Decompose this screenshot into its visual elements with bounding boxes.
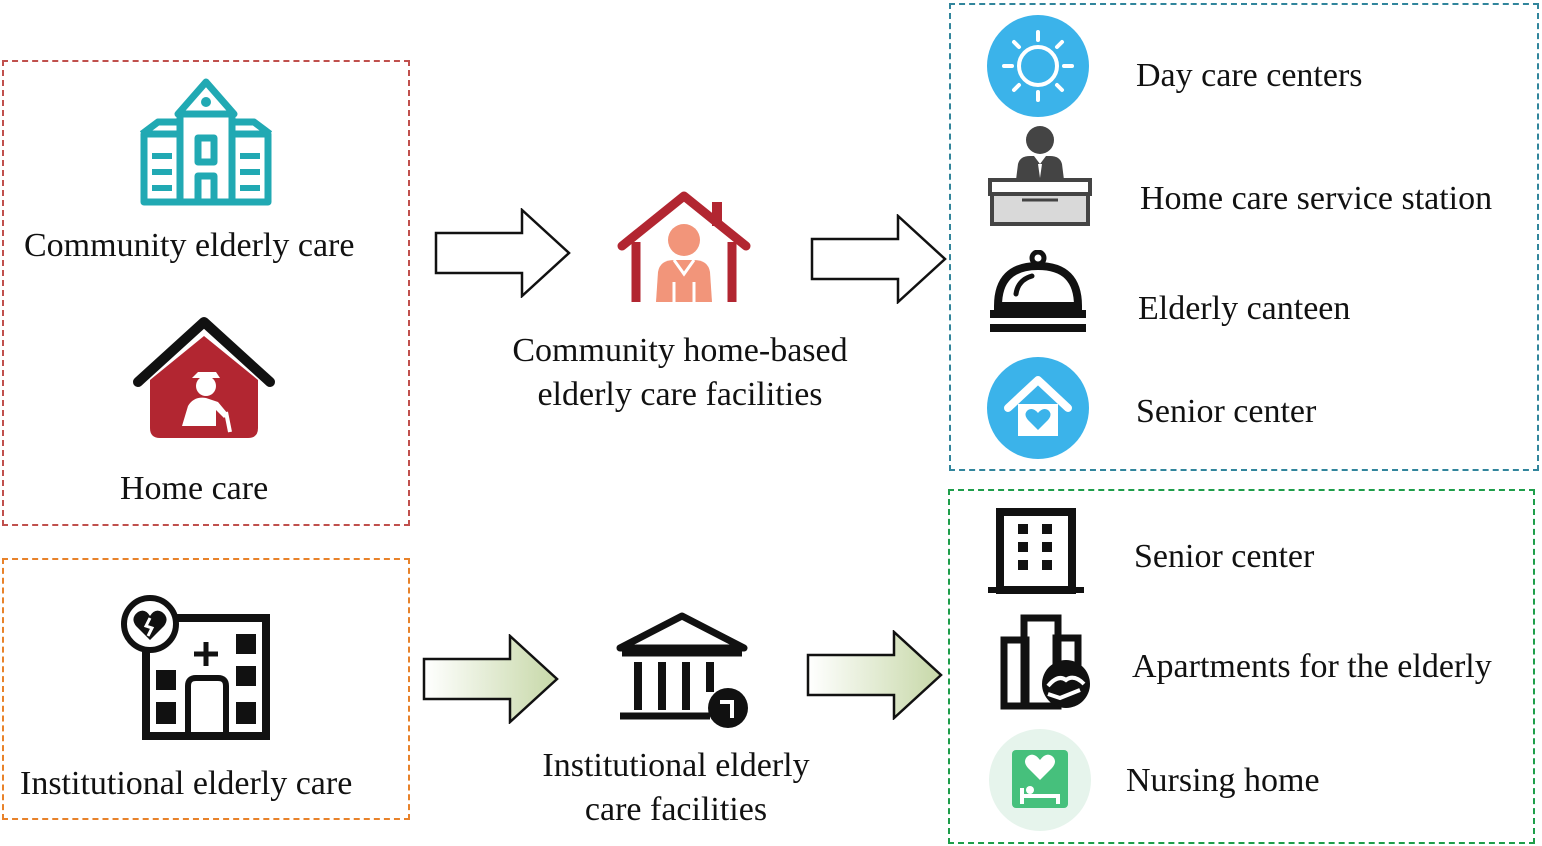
apartments-for-elderly-label: Apartments for the elderly xyxy=(1132,648,1492,685)
community-care-box xyxy=(2,60,410,526)
heart-house-icon xyxy=(986,356,1090,460)
school-building-icon xyxy=(138,74,274,206)
home-care-label: Home care xyxy=(120,470,269,507)
home-care-service-station-label: Home care service station xyxy=(1140,180,1493,217)
arrow-right-icon xyxy=(810,214,948,304)
arrow-right-green-icon xyxy=(806,630,944,720)
institutional-facilities-label-line2: care facilities xyxy=(584,791,768,828)
institutional-elderly-care-label: Institutional elderly care xyxy=(20,765,353,802)
institutional-care-box xyxy=(2,558,410,820)
institutional-facilities-label-line1: Institutional elderly xyxy=(542,747,810,784)
institutional-facility-types-box xyxy=(948,489,1535,844)
day-care-centers-label: Day care centers xyxy=(1136,57,1363,94)
institution-columns-icon xyxy=(614,610,756,728)
community-facility-house-icon xyxy=(616,188,752,304)
arrow-right-green-icon xyxy=(422,634,560,724)
community-elderly-care-label: Community elderly care xyxy=(24,227,355,264)
community-facility-types-box xyxy=(949,3,1539,471)
food-cloche-icon xyxy=(986,250,1090,336)
community-facilities-label-line2: elderly care facilities xyxy=(537,376,823,413)
community-facilities-label-line1: Community home-based xyxy=(512,332,848,369)
home-care-house-icon xyxy=(132,314,276,440)
senior-center-label: Senior center xyxy=(1136,393,1317,430)
office-building-icon xyxy=(986,508,1086,594)
hospital-heart-icon xyxy=(120,594,272,742)
elderly-canteen-label: Elderly canteen xyxy=(1138,290,1351,327)
arrow-right-icon xyxy=(434,208,572,298)
hospital-bed-icon xyxy=(988,728,1092,832)
reception-desk-icon xyxy=(986,124,1092,230)
sun-icon xyxy=(986,14,1090,118)
apartment-hand-icon xyxy=(1000,614,1094,710)
nursing-home-label: Nursing home xyxy=(1126,762,1320,799)
senior-center-institutional-label: Senior center xyxy=(1134,538,1315,575)
